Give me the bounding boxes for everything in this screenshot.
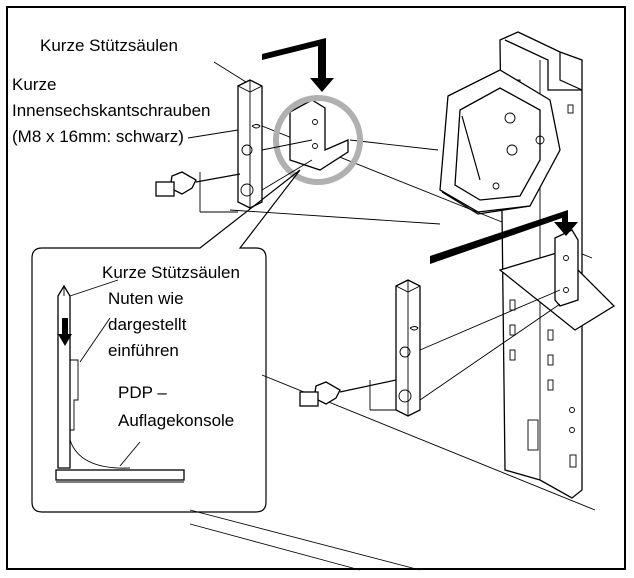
- label-grooves-line3: einführen: [108, 341, 179, 360]
- upper-screw: [155, 171, 241, 197]
- lower-short-pillar: [395, 279, 421, 417]
- label-inset-short-pillars: Kurze Stützsäulen: [102, 263, 240, 282]
- leader-lines: [69, 61, 247, 467]
- diagram-frame: [6, 6, 626, 570]
- upper-bracket: [439, 69, 561, 215]
- label-screws-line1: Kurze: [12, 75, 56, 94]
- upper-short-pillar: [237, 79, 263, 209]
- lower-screw: [299, 289, 561, 411]
- upper-alignment-lines: [199, 139, 313, 213]
- label-grooves-line2: dargestellt: [108, 315, 187, 334]
- upper-insert-arrow: [262, 38, 334, 92]
- label-bracket-line2: Auflagekonsole: [118, 411, 234, 430]
- detail-down-arrow: [58, 318, 72, 346]
- upper-mount-bracket: [289, 99, 349, 171]
- label-short-pillars: Kurze Stützsäulen: [40, 36, 178, 55]
- label-grooves-line1: Nuten wie: [108, 289, 184, 308]
- label-screws-line2: Innensechskantschrauben: [12, 101, 210, 120]
- detail-callout: [31, 169, 301, 513]
- highlight-circle: [273, 95, 363, 185]
- label-screws-line3: (M8 x 16mm: schwarz): [12, 127, 184, 146]
- label-bracket-line1: PDP –: [118, 383, 167, 402]
- lower-insert-arrow: [430, 210, 578, 264]
